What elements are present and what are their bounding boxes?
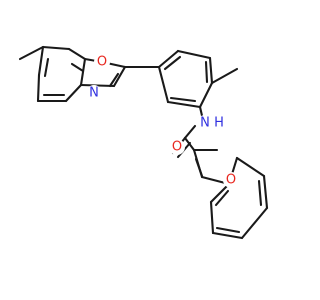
bond — [163, 55, 182, 71]
amide-hydrogen-label: H — [214, 116, 224, 131]
bond — [209, 182, 231, 204]
bond — [70, 62, 85, 73]
bond — [112, 65, 127, 88]
bond — [211, 231, 244, 240]
bond — [67, 47, 87, 61]
bond — [194, 157, 204, 178]
nitrogen-atom-label: N — [89, 86, 99, 101]
bond — [235, 156, 266, 178]
halo — [197, 115, 213, 131]
bond — [240, 206, 269, 240]
bond — [157, 49, 180, 69]
chemical-structure-diagram: O N N H O O — [18, 45, 269, 240]
bond — [198, 81, 214, 109]
bond — [210, 67, 239, 85]
atom-label-layer: O N N H O O — [86, 54, 239, 188]
amide-nitrogen-label: N — [200, 116, 210, 131]
halo — [223, 172, 239, 188]
halo — [94, 54, 110, 70]
bond — [157, 65, 170, 104]
bond — [215, 226, 241, 234]
halo — [169, 139, 185, 155]
bond-layer — [18, 45, 269, 240]
bond — [64, 83, 83, 103]
bond — [36, 73, 41, 103]
bond — [176, 49, 212, 60]
bond — [166, 100, 202, 109]
bond — [257, 179, 263, 207]
furan-oxygen-label: O — [226, 173, 236, 188]
bond — [18, 45, 45, 61]
halo — [86, 85, 102, 101]
carbonyl-oxygen-label: O — [172, 140, 182, 155]
bond — [204, 60, 209, 84]
bond — [169, 96, 197, 103]
bond — [208, 56, 214, 85]
oxygen-atom-label: O — [97, 55, 107, 70]
bond — [214, 189, 230, 207]
bond — [262, 174, 269, 210]
bond — [37, 45, 45, 77]
bond — [41, 45, 71, 51]
bond — [43, 57, 50, 78]
bond — [209, 200, 215, 235]
bond — [79, 83, 116, 88]
bond — [108, 72, 120, 88]
bond — [183, 124, 197, 140]
